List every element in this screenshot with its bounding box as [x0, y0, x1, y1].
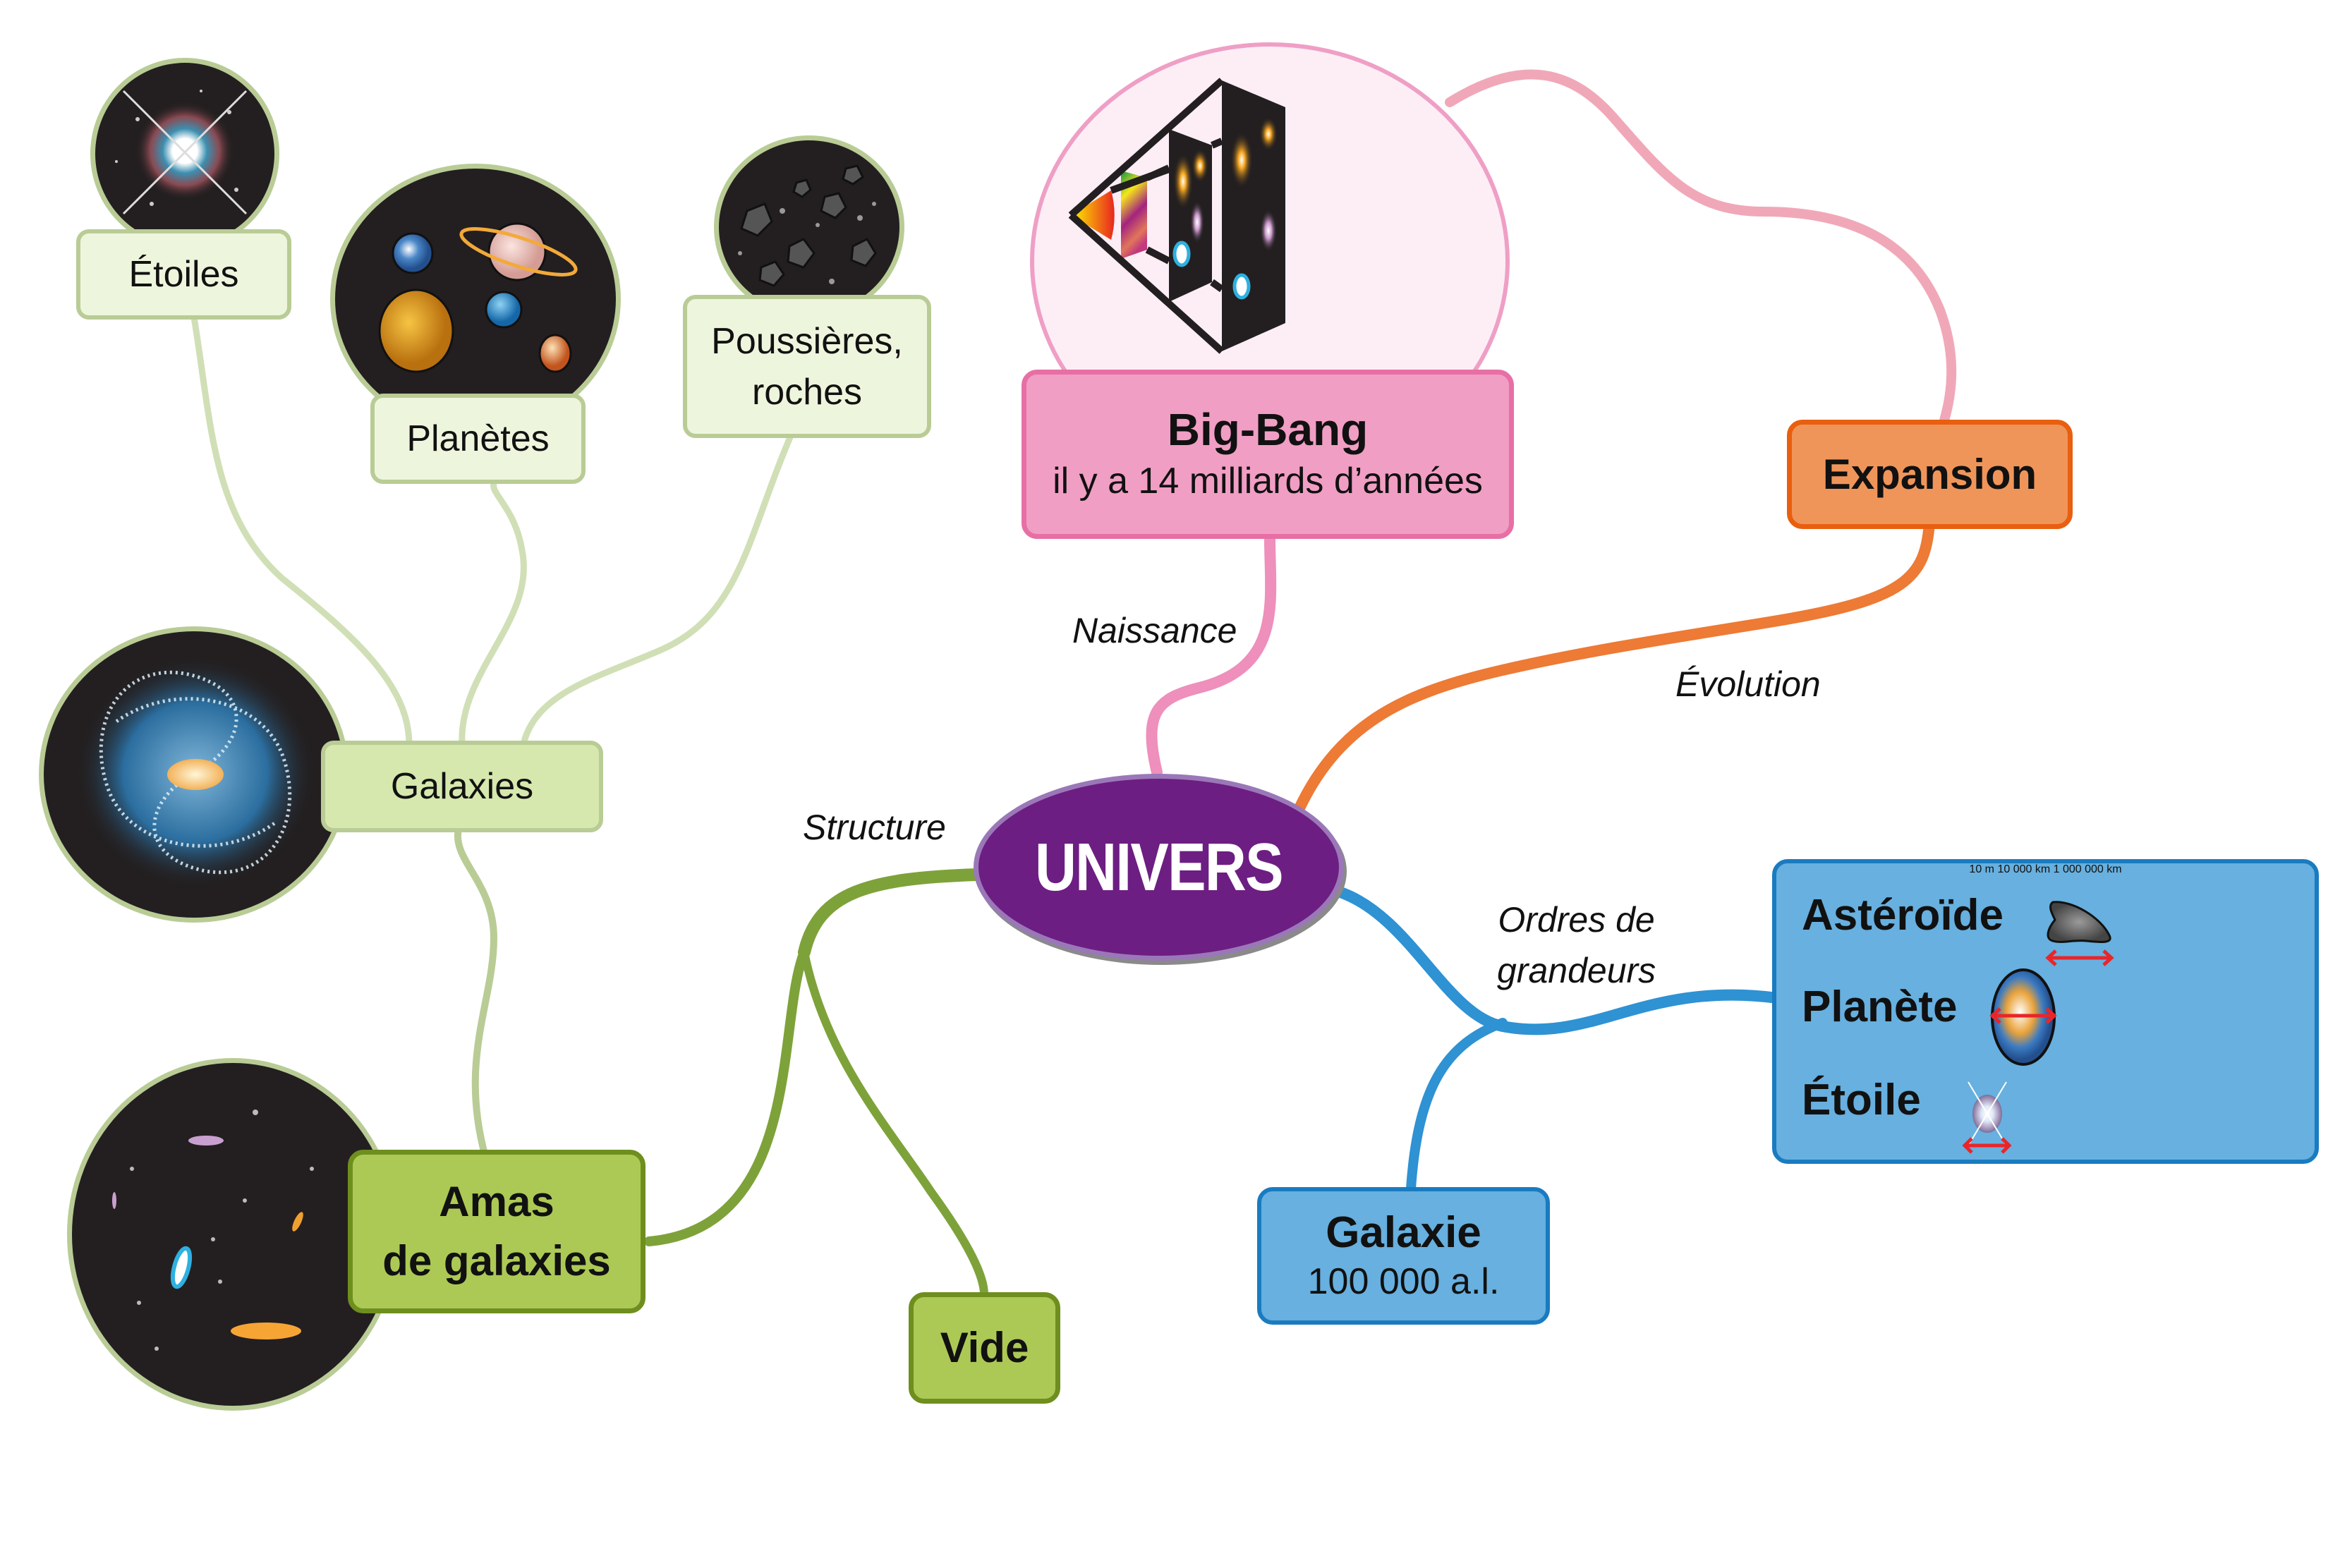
galaxies-title: Galaxies: [390, 766, 534, 807]
link-galaxies-etoiles: [190, 314, 413, 748]
scale-value: 10 000 km: [1997, 863, 2051, 875]
scale-name: Planète: [1802, 983, 1958, 1031]
link-evolution: [1292, 516, 1935, 817]
edge-label-ordres-de-grandeurs: Ordres de grandeurs: [1497, 894, 1656, 996]
link-structure-amas: [644, 947, 809, 1246]
star-icon: [115, 90, 248, 215]
planets-icon: [378, 222, 578, 373]
link-structure-trunk: [798, 868, 983, 959]
link-ordres-galaxie: [1406, 1018, 1508, 1193]
node-etoiles[interactable]: Étoiles: [76, 229, 291, 320]
node-galaxie[interactable]: Galaxie 100 000 a.l.: [1257, 1187, 1550, 1325]
scale-row-planete: Planète: [1802, 982, 1958, 1032]
big-bang-subtitle: il y a 14 milliards d’années: [1053, 461, 1483, 502]
expansion-title: Expansion: [1822, 451, 2037, 498]
scale-value: 1 000 000 km: [2053, 863, 2122, 875]
node-planetes[interactable]: Planètes: [370, 394, 586, 484]
center-node-univers[interactable]: UNIVERS: [974, 774, 1344, 961]
galaxy-cluster-icon: [112, 1110, 314, 1351]
edge-label-structure: Structure: [803, 808, 946, 847]
edge-label-evolution: Évolution: [1675, 664, 1821, 704]
scale-name: Astéroïde: [1802, 891, 2004, 940]
big-bang-cone-illustration: [1068, 78, 1285, 354]
node-galaxies[interactable]: Galaxies: [321, 741, 603, 832]
galaxie-title: Galaxie: [1326, 1208, 1481, 1257]
asteroid-icon: [2045, 901, 2114, 966]
big-bang-title: Big-Bang: [1167, 404, 1369, 455]
spiral-galaxy-icon: [75, 656, 315, 889]
node-poussieres[interactable]: Poussières, roches: [683, 295, 931, 438]
dust-rocks-image: [714, 135, 904, 319]
amas-line1: Amas: [439, 1178, 554, 1225]
poussieres-line2: roches: [751, 371, 863, 413]
planet-icon: [1989, 968, 2057, 1066]
scale-value: 10 m: [1969, 863, 1994, 875]
poussieres-line1: Poussières,: [711, 320, 903, 362]
ordres-line2: grandeurs: [1497, 951, 1656, 990]
link-structure-vide: [800, 948, 989, 1302]
link-amas-galaxies: [454, 825, 498, 1160]
star-icon: [1962, 1081, 2012, 1154]
node-expansion[interactable]: Expansion: [1787, 420, 2073, 529]
amas-line2: de galaxies: [382, 1237, 611, 1284]
center-title: UNIVERS: [1035, 829, 1284, 905]
scale-name: Étoile: [1802, 1076, 1921, 1124]
scales-box[interactable]: Astéroïde 10 m Planète 10 000 km Étoile …: [1772, 859, 2319, 1164]
node-big-bang[interactable]: Big-Bang il y a 14 milliards d’années: [1022, 370, 1514, 539]
ordres-line1: Ordres de: [1498, 900, 1655, 940]
edge-label-naissance: Naissance: [1072, 611, 1237, 650]
etoiles-title: Étoiles: [128, 254, 239, 295]
scale-row-asteroide: Astéroïde: [1802, 890, 2004, 940]
planetes-title: Planètes: [406, 418, 550, 459]
node-amas-de-galaxies[interactable]: Amas de galaxies: [348, 1150, 645, 1313]
scale-row-etoile: Étoile: [1802, 1075, 1921, 1125]
link-naissance: [1146, 534, 1277, 778]
spiral-galaxy-image: [39, 626, 349, 923]
node-vide[interactable]: Vide: [909, 1292, 1060, 1404]
link-galaxies-planetes: [459, 480, 527, 748]
rocks-icon: [738, 164, 877, 287]
link-bigbang-expansion: [1445, 69, 1957, 428]
vide-title: Vide: [940, 1324, 1029, 1371]
link-galaxies-poussieres: [520, 434, 794, 748]
galaxie-subtitle: 100 000 a.l.: [1307, 1260, 1500, 1302]
star-burst-image: [90, 58, 279, 250]
